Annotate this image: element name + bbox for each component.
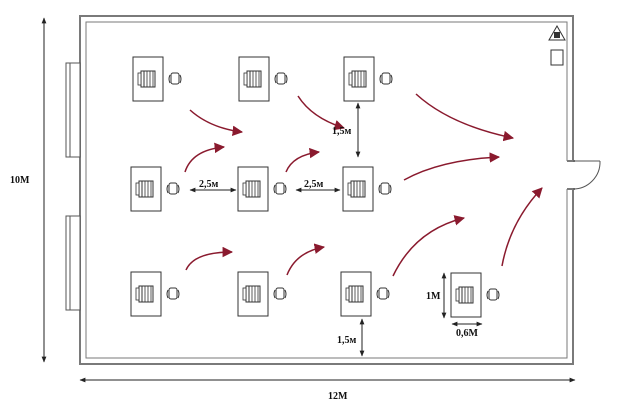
desk-width-label: 0,6M xyxy=(456,328,479,339)
desk-depth-label: 1M xyxy=(426,291,441,302)
room-width-label: 12M xyxy=(328,391,348,402)
row-gap-lower-label: 1,5м xyxy=(337,335,357,346)
wall-panel-icon xyxy=(550,49,564,66)
fire-extinguisher-icon xyxy=(548,24,566,41)
room-height-label: 10M xyxy=(10,175,30,186)
desk-gap-label-2: 2,5м xyxy=(304,179,324,190)
window-icon xyxy=(65,62,81,311)
row-gap-upper-label: 1,5м xyxy=(332,126,352,137)
room-walls xyxy=(79,15,575,365)
dimension-lines xyxy=(41,17,576,383)
desk-gap-label-1: 2,5м xyxy=(199,179,219,190)
evacuation-arrows xyxy=(184,93,543,277)
door-swing-icon xyxy=(572,160,601,190)
